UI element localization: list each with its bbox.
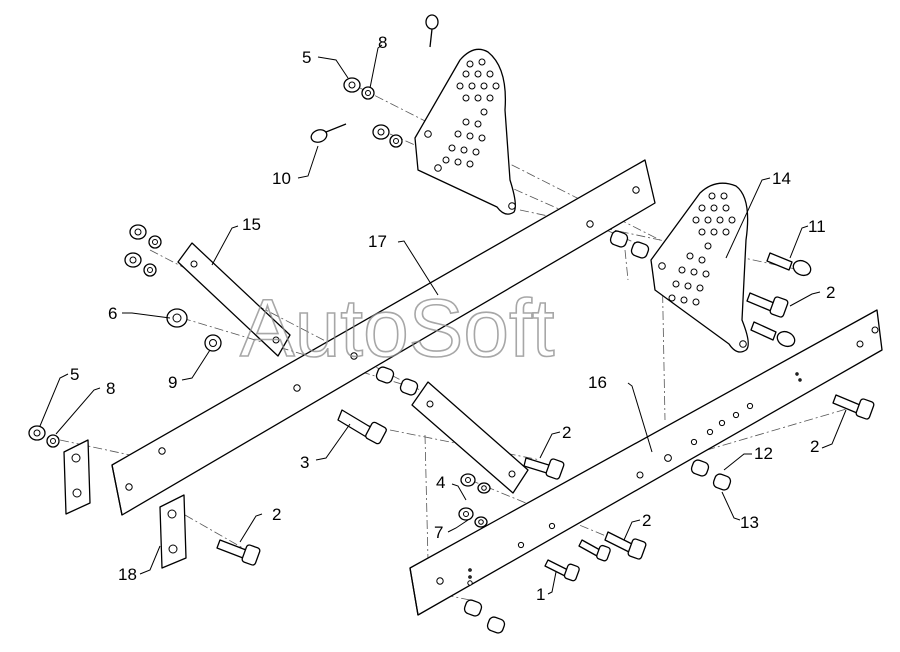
callout-16: 16 — [588, 373, 607, 392]
callout-11: 11 — [808, 217, 826, 236]
callout-17: 17 — [368, 232, 387, 251]
callout-2: 2 — [810, 437, 819, 456]
bar-17 — [111, 159, 656, 516]
callout-5: 5 — [302, 48, 311, 67]
lower-strap — [411, 381, 529, 494]
callout-5: 5 — [70, 365, 79, 384]
callout-labels: 5 8 10 15 17 14 11 2 6 9 5 8 16 3 2 2 12… — [70, 33, 835, 604]
callout-14: 14 — [772, 169, 791, 188]
leader-lines — [39, 44, 847, 595]
callout-8: 8 — [106, 379, 115, 398]
callout-4: 4 — [436, 473, 445, 492]
callout-18: 18 — [118, 565, 137, 584]
watermark: AutoSoft — [240, 283, 555, 374]
callout-12: 12 — [754, 444, 773, 463]
callout-2: 2 — [272, 505, 281, 524]
callout-8: 8 — [378, 33, 387, 52]
callout-2: 2 — [642, 511, 651, 530]
small-plates-18 — [63, 439, 187, 569]
callout-10: 10 — [272, 169, 291, 188]
callout-1: 1 — [536, 585, 545, 604]
bolts — [216, 252, 875, 582]
plate-14 — [650, 182, 749, 353]
strap-15 — [177, 242, 291, 357]
callout-2: 2 — [562, 423, 571, 442]
callout-2: 2 — [826, 283, 835, 302]
fasteners — [28, 14, 732, 634]
callout-3: 3 — [300, 453, 309, 472]
callout-7: 7 — [434, 523, 443, 542]
upper-plate — [414, 48, 516, 215]
callout-15: 15 — [242, 215, 261, 234]
callout-9: 9 — [168, 373, 177, 392]
callout-6: 6 — [108, 304, 117, 323]
callout-13: 13 — [740, 513, 759, 532]
bar-16 — [409, 309, 883, 616]
